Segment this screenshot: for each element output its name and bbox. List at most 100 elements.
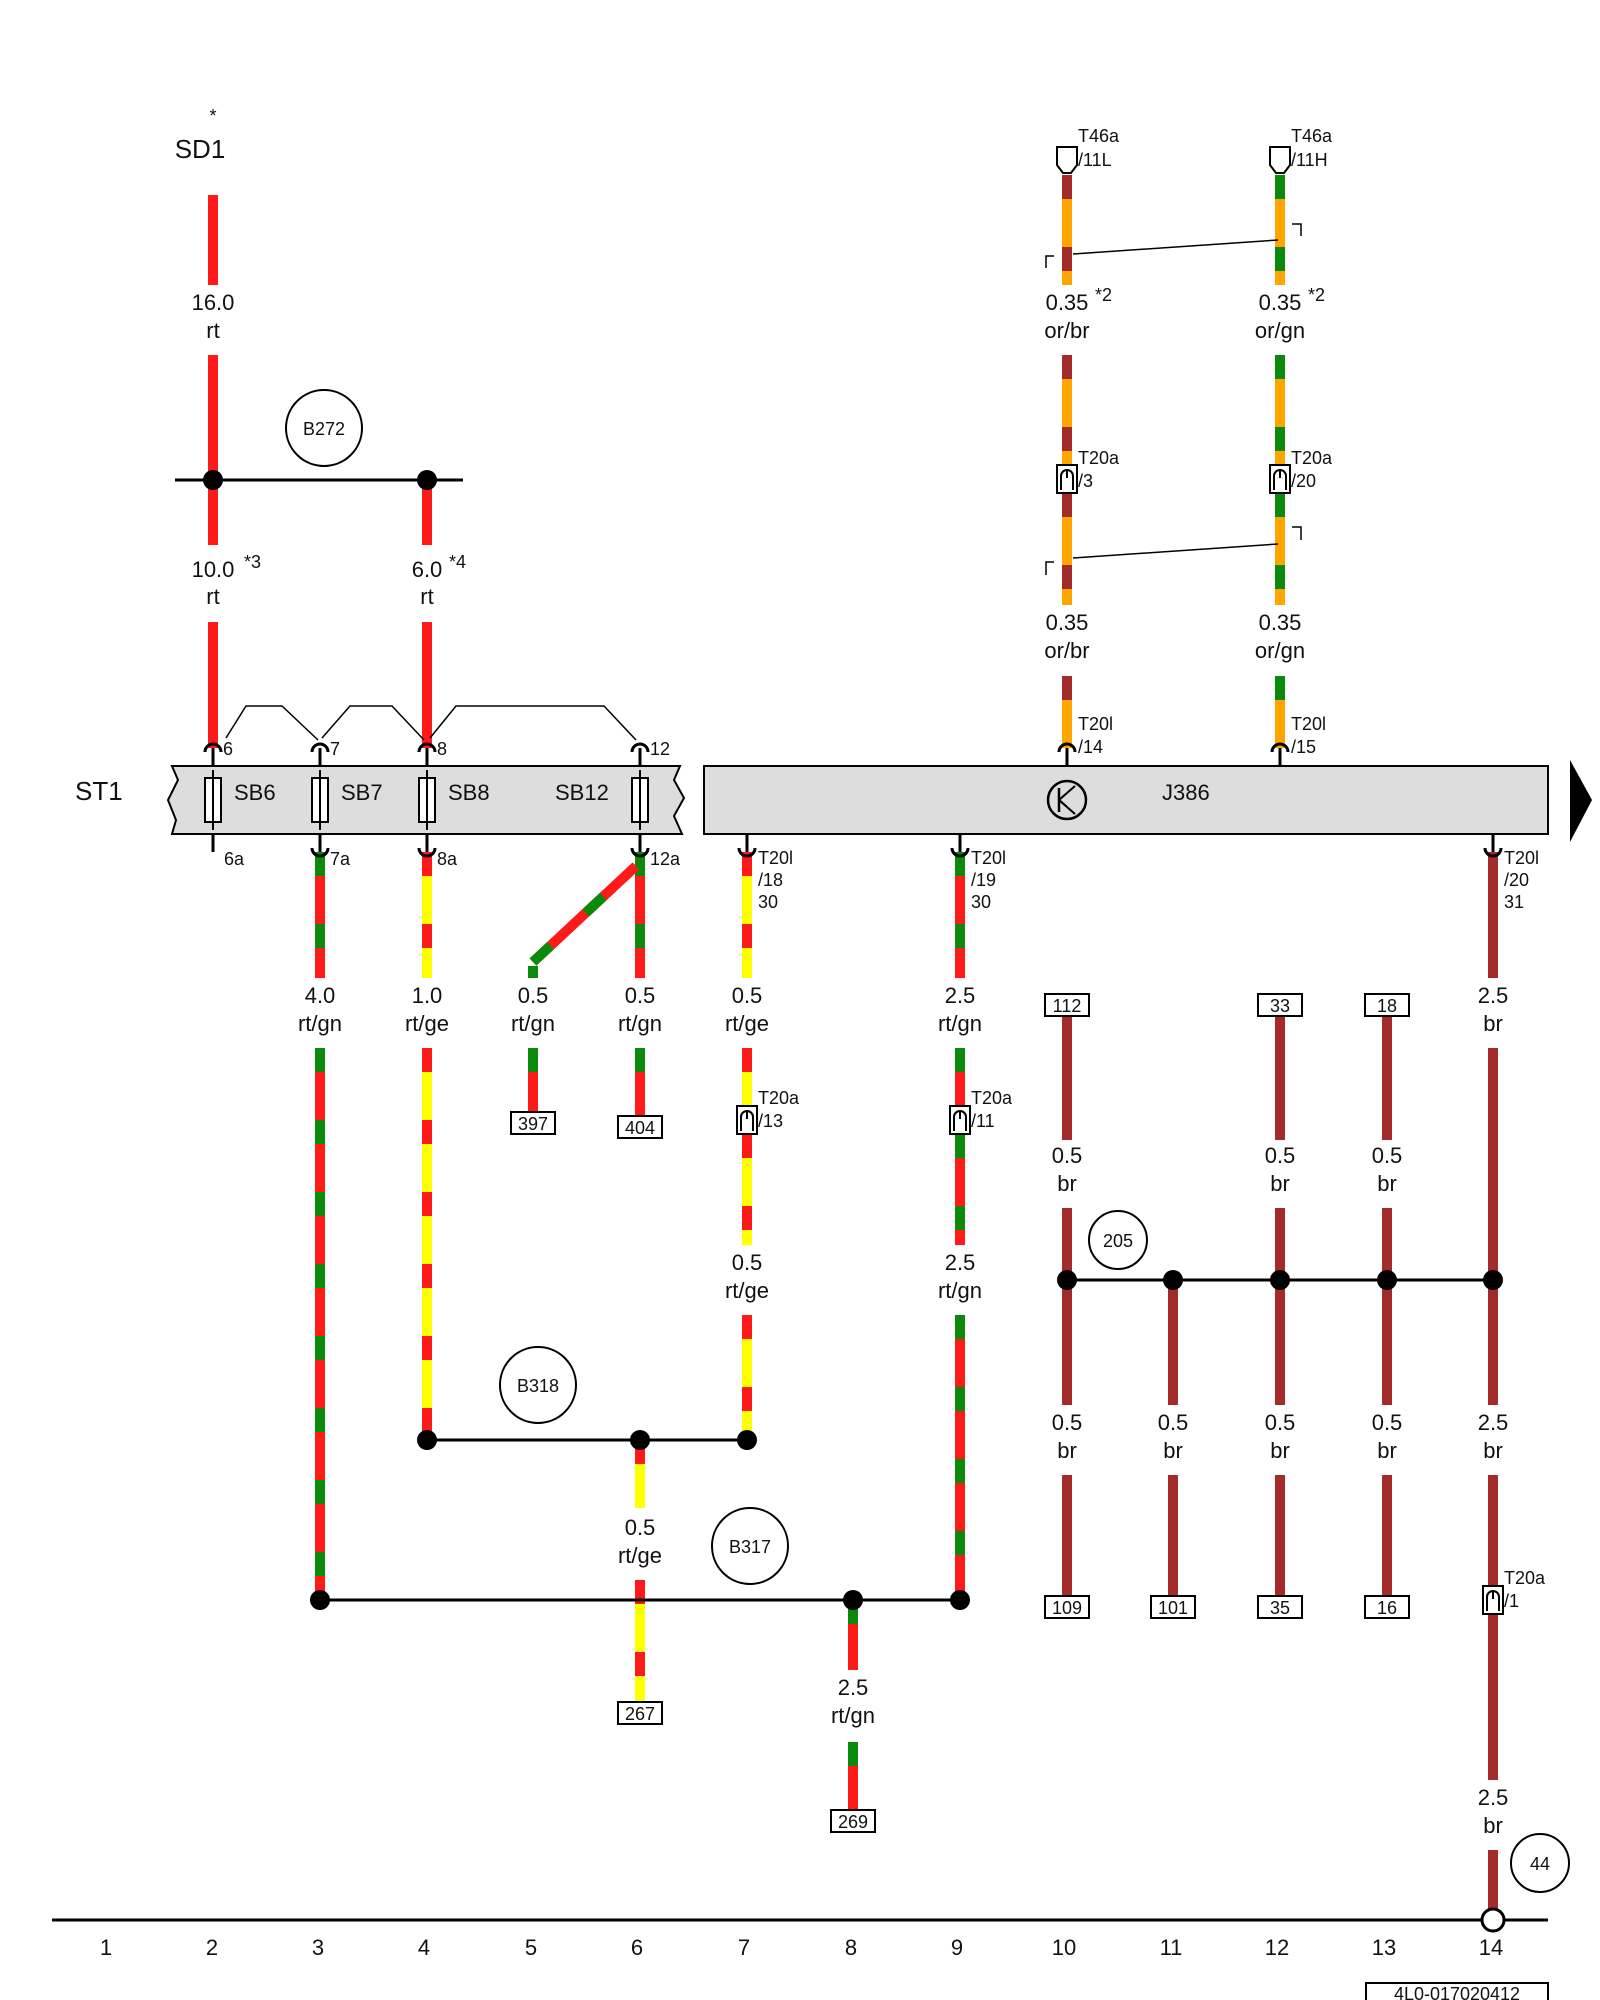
wire-color: rt/ge xyxy=(405,1011,449,1036)
wire-size: 10.0 xyxy=(192,557,235,582)
pin-label: 7a xyxy=(330,849,351,869)
connector-terminal: 30 xyxy=(971,892,991,912)
pin-label: 8 xyxy=(437,739,447,759)
fuse-sb7: SB7 xyxy=(311,770,383,830)
document-id: 4L0-017020412 xyxy=(1365,1982,1549,2000)
wire-size: 0.35 xyxy=(1259,610,1302,635)
grid-number: 12 xyxy=(1265,1935,1289,1960)
connector-name: T20a xyxy=(1504,1568,1546,1588)
wire-size: 0.5 xyxy=(625,1515,656,1540)
wire-size: 2.5 xyxy=(838,1675,869,1700)
connector-name: T20l xyxy=(1078,714,1113,734)
wire-size: 4.0 xyxy=(305,983,336,1008)
fuse-sb6: SB6 xyxy=(204,770,276,830)
fuse-bridge xyxy=(321,705,425,741)
svg-text:267: 267 xyxy=(625,1704,655,1724)
circled-labels: B272 B318 B317 205 44 xyxy=(285,389,1570,1893)
wire-footnote: *4 xyxy=(449,552,466,572)
wire-color: or/br xyxy=(1044,318,1089,343)
reference-box: 101 xyxy=(1150,1595,1196,1619)
grid-number: 13 xyxy=(1372,1935,1396,1960)
connector-pin: /1 xyxy=(1504,1591,1519,1611)
svg-text:397: 397 xyxy=(518,1114,548,1134)
grid-number: 3 xyxy=(312,1935,324,1960)
bus-lines xyxy=(52,478,1548,1922)
connector-terminal: 30 xyxy=(758,892,778,912)
splice-dot xyxy=(1057,1270,1077,1290)
svg-text:269: 269 xyxy=(838,1812,868,1832)
connector-name: T20a xyxy=(971,1088,1013,1108)
connector-name: T20a xyxy=(1078,448,1120,468)
wire-footnote: *2 xyxy=(1308,285,1325,305)
wire-size: 0.5 xyxy=(732,1250,763,1275)
circle-label-205: 205 xyxy=(1088,1210,1148,1270)
circle-label-b318: B318 xyxy=(499,1346,577,1424)
wire-footnote: *2 xyxy=(1095,285,1112,305)
wire-layer xyxy=(208,175,1498,1909)
grid-number: 2 xyxy=(206,1935,218,1960)
control-unit-name: J386 xyxy=(1162,780,1210,805)
wire-size: 0.5 xyxy=(1158,1410,1189,1435)
svg-text:44: 44 xyxy=(1530,1854,1550,1874)
reference-box: 112 xyxy=(1044,993,1090,1017)
pin-label: 8a xyxy=(437,849,458,869)
wire-labels: 16.0 rt 10.0 *3 rt 6.0 *4 rt 0.35 *2 or/… xyxy=(192,285,1509,1838)
connector-name: T20a xyxy=(758,1088,800,1108)
wire-size: 0.5 xyxy=(518,983,549,1008)
grid-number: 1 xyxy=(100,1935,112,1960)
splice-dots xyxy=(203,470,1503,1610)
connector-name: T20l xyxy=(1504,848,1539,868)
reference-boxes: 397 404 267 269 112 33 18 109 101 35 16 xyxy=(510,993,1410,1833)
svg-text:109: 109 xyxy=(1052,1598,1082,1618)
splice-dot xyxy=(737,1430,757,1450)
svg-text:404: 404 xyxy=(625,1118,655,1138)
wire-size: 0.5 xyxy=(1372,1410,1403,1435)
fuse-bridge xyxy=(225,705,319,741)
grid-number: 8 xyxy=(845,1935,857,1960)
wire-color: or/gn xyxy=(1255,638,1305,663)
connector-pin: /20 xyxy=(1504,870,1529,890)
connector-name: T20l xyxy=(758,848,793,868)
wire-color: rt/gn xyxy=(938,1011,982,1036)
wire-color: rt xyxy=(206,584,219,609)
fuse-label: SB7 xyxy=(341,780,383,805)
wire-size: 0.5 xyxy=(1052,1143,1083,1168)
splice-dot xyxy=(203,470,223,490)
splice-dot xyxy=(417,470,437,490)
pin-hooks xyxy=(203,742,1503,858)
circle-label-44: 44 xyxy=(1510,1833,1570,1893)
svg-text:112: 112 xyxy=(1053,996,1082,1016)
svg-text:16: 16 xyxy=(1377,1598,1397,1618)
pin-label: 6a xyxy=(224,849,245,869)
wire-size: 6.0 xyxy=(412,557,443,582)
grid-number: 14 xyxy=(1479,1935,1503,1960)
source-name: SD1 xyxy=(175,134,226,164)
wire-color: br xyxy=(1483,1011,1503,1036)
connector-pin: /19 xyxy=(971,870,996,890)
wire-color: or/br xyxy=(1044,638,1089,663)
wire-color: rt/gn xyxy=(938,1278,982,1303)
svg-text:B318: B318 xyxy=(517,1376,559,1396)
pin-label: 12 xyxy=(650,739,670,759)
control-unit-housing xyxy=(703,765,1549,835)
wire-color: br xyxy=(1483,1813,1503,1838)
wire-size: 0.5 xyxy=(1265,1143,1296,1168)
reference-box: 404 xyxy=(617,1115,663,1139)
reference-box: 109 xyxy=(1044,1595,1090,1619)
fuse-box-st1: ST1 SB6 SB7 SB8 SB12 6 7 8 12 6a xyxy=(75,705,686,869)
splice-dot xyxy=(1270,1270,1290,1290)
pin-label: 7 xyxy=(330,739,340,759)
reference-box: 267 xyxy=(617,1701,663,1725)
wire-color: br xyxy=(1163,1438,1183,1463)
grid-number: 4 xyxy=(418,1935,430,1960)
wire-color: rt/gn xyxy=(511,1011,555,1036)
splice-dot xyxy=(417,1430,437,1450)
grid-number: 6 xyxy=(631,1935,643,1960)
svg-text:35: 35 xyxy=(1270,1598,1290,1618)
connector-pin: /11H xyxy=(1291,150,1328,170)
fuse-sb12: SB12 xyxy=(555,770,649,830)
fuse-sb8: SB8 xyxy=(418,770,490,830)
document-id-text: 4L0-017020412 xyxy=(1394,1984,1520,2000)
svg-text:B317: B317 xyxy=(729,1537,771,1557)
wire-color: br xyxy=(1483,1438,1503,1463)
